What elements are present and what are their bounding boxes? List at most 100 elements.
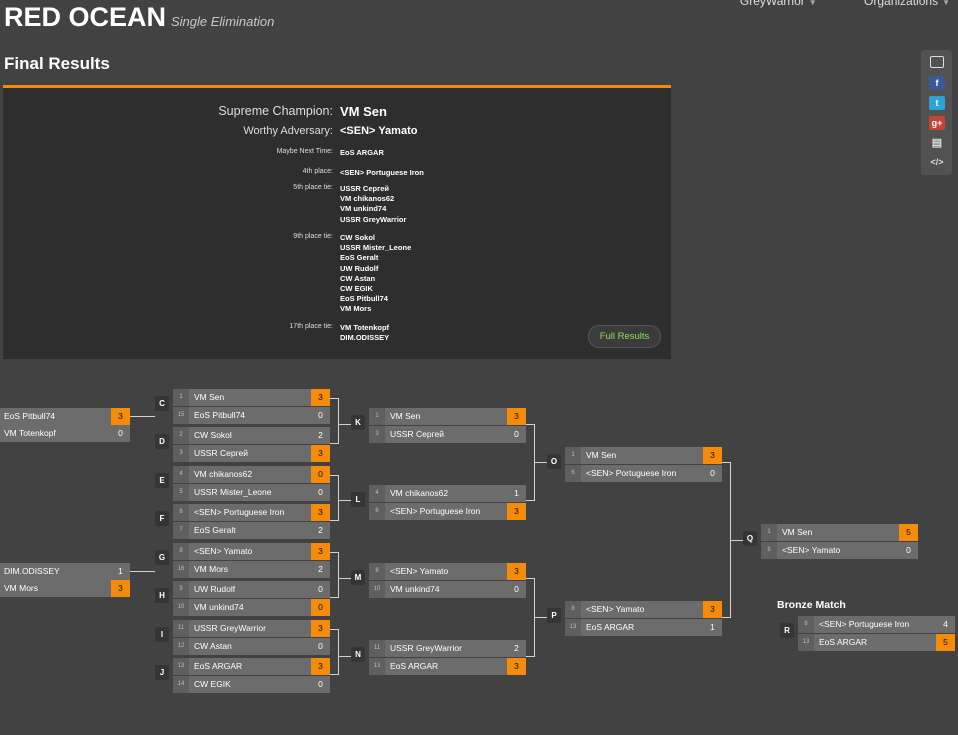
team-score: 0: [311, 466, 330, 483]
team-score: 5: [899, 524, 918, 541]
team-seed: 13: [369, 658, 385, 675]
match-label[interactable]: O: [547, 454, 561, 469]
bracket-line: [330, 552, 338, 553]
team-score: 3: [507, 658, 526, 675]
match-label[interactable]: H: [155, 588, 169, 603]
bracket-line: [338, 500, 351, 501]
team-seed: 16: [173, 561, 189, 578]
user-menu[interactable]: GreyWarrior▼: [739, 0, 817, 8]
team-name: USSR Сергей: [385, 426, 508, 443]
twitter-icon[interactable]: t: [929, 96, 945, 110]
print-icon[interactable]: ▤: [931, 137, 943, 149]
team-name: EoS ARGAR: [189, 658, 312, 675]
match-label[interactable]: L: [351, 492, 365, 507]
fullscreen-icon[interactable]: [930, 56, 944, 68]
googleplus-icon[interactable]: g+: [929, 116, 945, 130]
match-label[interactable]: P: [547, 608, 561, 623]
team-score: 0: [311, 484, 330, 501]
bracket-line: [330, 398, 338, 399]
list-item: CW EGIK: [340, 284, 373, 294]
team-name: <SEN> Yamato: [385, 563, 508, 580]
match-label[interactable]: F: [155, 511, 169, 526]
team-name: EoS ARGAR: [385, 658, 508, 675]
team-seed: 1: [565, 447, 581, 464]
team-name: EoS Pitbull74: [189, 407, 312, 424]
team-score: 3: [507, 408, 526, 425]
team-seed: 1: [761, 524, 777, 541]
team-score: 1: [507, 485, 526, 502]
team-score: 1: [703, 619, 722, 636]
bracket-line: [526, 424, 534, 425]
match-label[interactable]: G: [155, 550, 169, 565]
team-name: VM Sen: [777, 524, 900, 541]
match-label[interactable]: Q: [743, 531, 757, 546]
team-seed: 1: [173, 389, 189, 406]
team-score: 2: [507, 640, 526, 657]
bracket-line: [526, 500, 534, 501]
fourth-label: 4th place:: [302, 168, 333, 175]
match-label[interactable]: M: [351, 570, 365, 585]
facebook-icon[interactable]: f: [929, 76, 945, 90]
team-name: <SEN> Portuguese Iron: [385, 503, 508, 520]
match-label[interactable]: C: [155, 396, 169, 411]
match-label[interactable]: J: [155, 665, 169, 680]
team-score: 3: [507, 503, 526, 520]
champion-name: VM Sen: [340, 104, 387, 119]
match-label[interactable]: K: [351, 415, 365, 430]
team-score: 2: [311, 561, 330, 578]
list-item: VM unkind74: [340, 204, 387, 214]
team-score: 3: [311, 658, 330, 675]
full-results-button[interactable]: Full Results: [588, 325, 661, 348]
match-label[interactable]: N: [351, 647, 365, 662]
match-label[interactable]: E: [155, 473, 169, 488]
team-score: 0: [311, 599, 330, 616]
team-seed: 13: [173, 658, 189, 675]
list-item: EoS Geralt: [340, 253, 379, 263]
bracket-line: [330, 520, 338, 521]
match-label[interactable]: D: [155, 434, 169, 449]
match-label[interactable]: R: [780, 623, 794, 638]
tournament-type: Single Elimination: [171, 14, 275, 29]
embed-code-icon[interactable]: </>: [930, 157, 944, 167]
match-label[interactable]: I: [155, 627, 169, 642]
organizations-menu[interactable]: Organizations▼: [864, 0, 950, 8]
team-name: VM Sen: [581, 447, 704, 464]
team-name: VM chikanos62: [189, 466, 312, 483]
